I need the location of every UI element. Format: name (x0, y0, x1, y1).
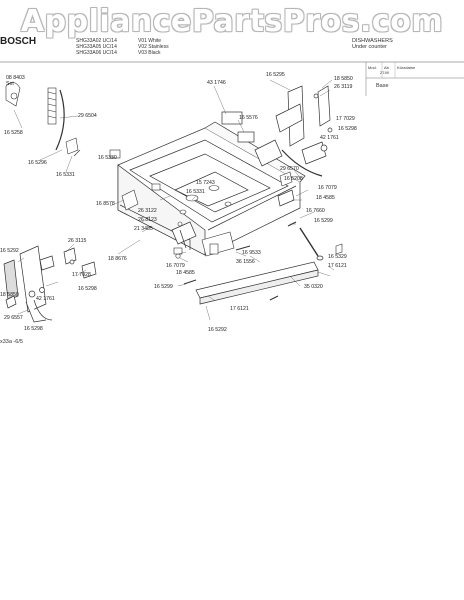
part-number-callout: 16 5295 (266, 72, 285, 78)
part-number-callout: 42 1761 (320, 135, 339, 141)
table-head-2: Ab (384, 65, 389, 70)
part-number-callout: 15 7243 (196, 180, 215, 186)
part-number-callout: 16 7660 (306, 208, 325, 214)
variant-line-2: V02 Stainless (138, 44, 169, 50)
part-number-callout: 16 5296 (28, 160, 47, 166)
part-number-callout: 35 0320 (304, 284, 323, 290)
part-number-callout: 26 3115 (68, 238, 87, 244)
sheet-reference: x33a -6/5 (0, 339, 23, 345)
part-number-callout: 16 5331 (186, 189, 205, 195)
table-head-1: Mod. (368, 65, 377, 70)
part-number-callout: 16 5298 (78, 286, 97, 292)
part-number-callout: 18 4585 (316, 195, 335, 201)
part-number-callout: 17 6121 (328, 263, 347, 269)
part-number-callout: 08 8403 (6, 75, 25, 81)
part-number-callout: 29 6557 (4, 315, 23, 321)
part-number-callout: 36 1556 (236, 259, 255, 265)
part-number-callout: 16 5258 (4, 130, 23, 136)
part-number-callout: 26 3123 (138, 217, 157, 223)
part-number-callout: 26 3122 (138, 208, 157, 214)
variant-line-1: V01 White (138, 38, 162, 44)
part-number-callout: 18 8676 (108, 256, 127, 262)
part-number-callout: 16 5299 (154, 284, 173, 290)
product-type: DISHWASHERS (352, 38, 393, 44)
part-label-set: Set (6, 81, 14, 87)
part-number-callout: 16 5292 (208, 327, 227, 333)
part-number-callout: 17 7029 (336, 116, 355, 122)
model-line-3: SHG33A06 UC/14 (76, 50, 117, 56)
part-number-callout: 43 1746 (207, 80, 226, 86)
part-number-callout: 16 9533 (242, 250, 261, 256)
part-number-callout: 16 8578 (96, 201, 115, 207)
part-number-callout: 16 5292 (0, 248, 19, 254)
part-number-callout: 18 5850 (334, 76, 353, 82)
part-number-callout: 16 5299 (314, 218, 333, 224)
part-number-callout: 16 5298 (24, 326, 43, 332)
part-number-callout: 16 5576 (239, 115, 258, 121)
product-subtype: Under counter (352, 44, 387, 50)
variant-line-3: V03 Black (138, 50, 161, 56)
part-number-callout: 16 7079 (318, 185, 337, 191)
part-number-callout: 29 6504 (78, 113, 97, 119)
table-label: Base (376, 83, 389, 89)
part-number-callout: 21 3485 (134, 226, 153, 232)
part-number-callout: 16 5330 (98, 155, 117, 161)
part-number-callout: 18 5850 (0, 292, 19, 298)
part-number-callout: 18 4585 (176, 270, 195, 276)
appliancepartspros-watermark: AppliancePartsPros.com (20, 4, 444, 39)
table-head-3: Kürzdatne (397, 65, 416, 70)
model-line-1: SHG33A02 UC/14 (76, 38, 117, 44)
brand-logo: BOSCH (0, 36, 37, 47)
part-number-callout: 29 6570 (280, 166, 299, 172)
part-number-callout: 16 5331 (56, 172, 75, 178)
part-number-callout: 16 7079 (166, 263, 185, 269)
model-line-2: SHG33A05 UC/14 (76, 44, 117, 50)
table-cell-date: 2749 (380, 70, 389, 75)
part-number-callout: 17 7028 (72, 272, 91, 278)
part-number-callout: 16 5298 (338, 126, 357, 132)
part-number-callout: 42 1761 (36, 296, 55, 302)
part-number-callout: 16 5208 (284, 176, 303, 182)
part-number-callout: 26 3119 (334, 84, 353, 90)
part-number-callout: 17 6121 (230, 306, 249, 312)
part-number-callout: 16 5329 (328, 254, 347, 260)
